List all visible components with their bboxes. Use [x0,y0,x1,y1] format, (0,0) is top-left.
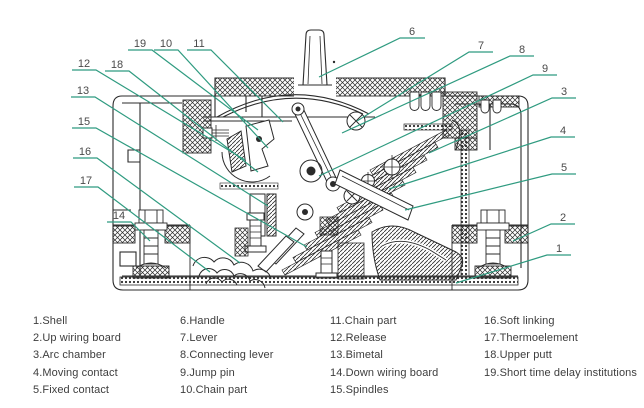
leader-13 [71,96,269,207]
leader-2 [512,223,575,242]
leader-3 [428,97,576,154]
callout-7: 7 [478,40,484,52]
legend-item: 18.Upper putt [484,349,552,362]
legend-item: 3.Arc chamber [33,349,106,362]
leader-4 [388,136,575,190]
callout-6: 6 [409,26,415,38]
leader-16 [73,157,241,264]
leader-18 [105,70,259,173]
leader-11 [187,49,284,123]
callout-14: 14 [113,210,125,222]
callout-8: 8 [519,44,525,56]
callout-10: 10 [160,38,172,50]
leader-8 [341,55,534,134]
leader-14 [107,221,151,242]
legend-item: 14.Down wiring board [330,366,439,379]
callout-4: 4 [560,125,566,137]
legend-item: 19.Short time delay institutions [484,366,637,379]
legend-column-1: 1.Shell 2.Up wiring board 3.Arc chamber … [33,313,121,399]
callout-15: 15 [78,116,90,128]
legend-item: 10.Chain part [180,383,248,396]
callout-2: 2 [560,212,566,224]
leader-9 [318,74,557,177]
legend-item: 12.Release [330,332,387,345]
handle [298,29,336,86]
leader-7 [356,51,493,122]
callout-19: 19 [134,38,146,50]
callout-13: 13 [77,85,89,97]
legend-item: 4.Moving contact [33,366,118,379]
legend-item: 16.Soft linking [484,315,555,327]
callout-leader-lines [71,37,576,284]
callout-5: 5 [561,162,567,174]
cross-section-drawing: 19 10 11 12 18 13 15 16 17 14 6 7 8 9 3 … [71,26,576,291]
legend-column-2: 6.Handle 7.Lever 8.Connecting lever 9.Ju… [180,313,274,399]
legend-item: 11.Chain part [330,315,397,327]
legend-item: 15.Spindles [330,383,389,396]
callout-17: 17 [80,175,92,187]
leader-10 [154,49,269,149]
legend-item: 13.Bimetal [330,349,383,362]
legend-item: 17.Thermoelement [484,332,578,345]
legend-column-3: 11.Chain part 12.Release 13.Bimetal 14.D… [330,313,438,399]
legend-item: 6.Handle [180,315,225,327]
parts-legend: 1.Shell 2.Up wiring board 3.Arc chamber … [0,313,644,405]
leader-17 [74,186,211,273]
leader-5 [404,173,576,211]
leader-1 [455,254,571,284]
legend-column-4: 16.Soft linking 17.Thermoelement 18.Uppe… [484,313,637,382]
callout-3: 3 [561,86,567,98]
trip-mechanism [192,102,464,289]
legend-item: 1.Shell [33,315,68,327]
legend-item: 9.Jump pin [180,366,235,379]
callout-1: 1 [556,243,562,255]
callout-9: 9 [542,63,548,75]
leader-15 [72,127,308,248]
callout-18: 18 [111,59,123,71]
leader-19 [128,49,259,131]
leader-6 [318,37,425,78]
legend-item: 2.Up wiring board [33,332,121,345]
legend-item: 7.Lever [180,332,218,345]
mechanism-dome [203,94,375,122]
callout-16: 16 [79,146,91,158]
leader-12 [72,69,246,161]
callout-numbers: 19 10 11 12 18 13 15 16 17 14 6 7 8 9 3 … [77,26,567,255]
callout-12: 12 [78,58,90,70]
callout-11: 11 [193,38,204,50]
legend-item: 5.Fixed contact [33,383,110,396]
breaker-cross-section-figure: 19 10 11 12 18 13 15 16 17 14 6 7 8 9 3 … [71,26,576,291]
legend-item: 8.Connecting lever [180,349,274,362]
